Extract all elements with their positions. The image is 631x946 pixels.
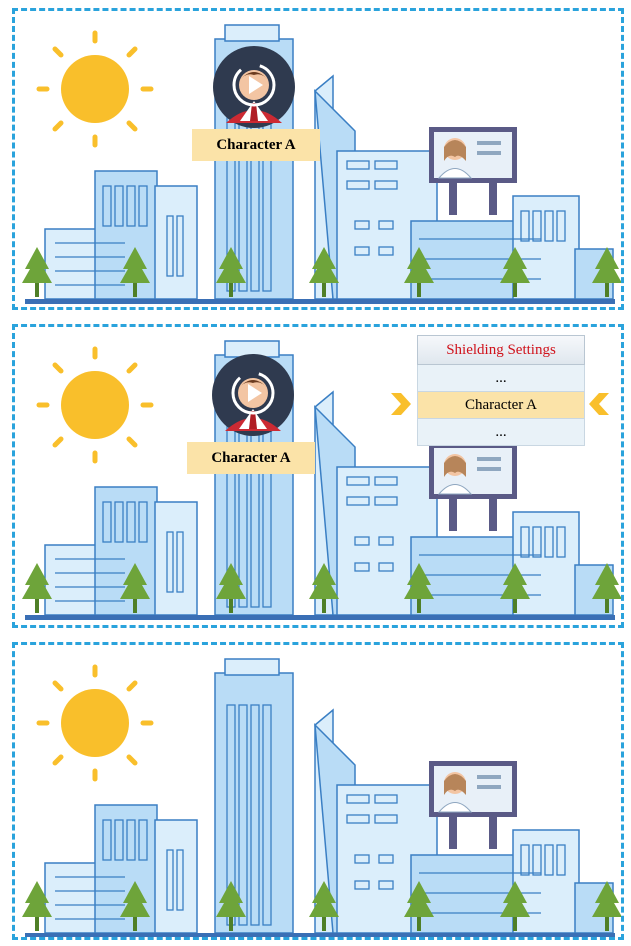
chevron-right-icon	[391, 393, 411, 415]
panel-shielded	[12, 642, 624, 940]
city-scene	[15, 645, 621, 937]
panel-shielding: Character A Shielding Settings ... Chara…	[12, 324, 624, 628]
character-label: Character A	[192, 129, 320, 161]
chevron-left-icon	[589, 393, 609, 415]
panel-original: Character A	[12, 8, 624, 310]
menu-item-character-a[interactable]: Character A	[417, 392, 585, 419]
menu-item-more-top[interactable]: ...	[417, 365, 585, 392]
character-label: Character A	[187, 442, 315, 474]
character-avatar-icon	[212, 45, 296, 129]
shielding-settings-menu[interactable]: Shielding Settings ... Character A ...	[417, 335, 585, 446]
menu-item-more-bottom[interactable]: ...	[417, 419, 585, 446]
shielding-settings-title: Shielding Settings	[417, 335, 585, 365]
character-avatar-icon	[211, 353, 295, 437]
